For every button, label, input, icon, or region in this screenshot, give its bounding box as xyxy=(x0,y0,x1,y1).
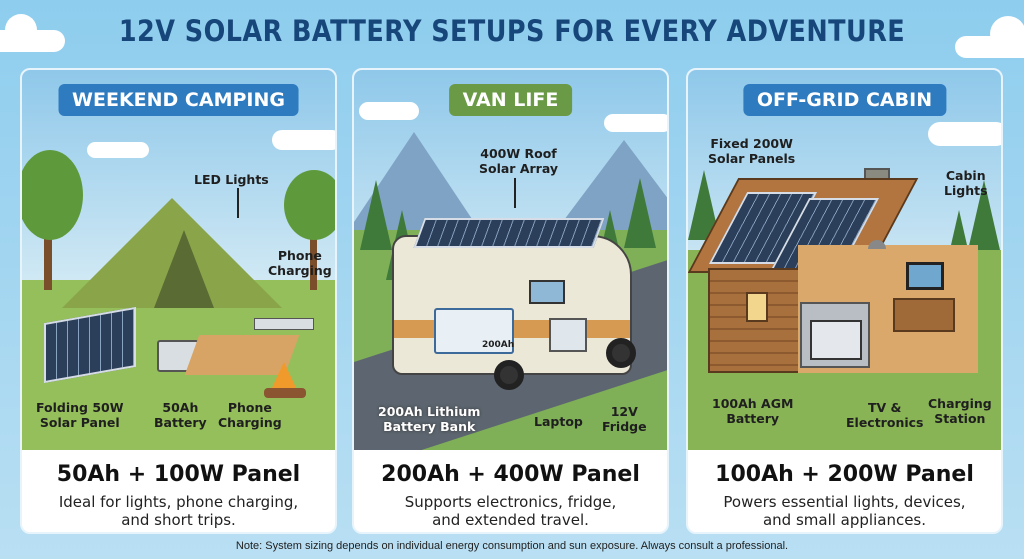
setup-description: Powers essential lights, devices, and sm… xyxy=(723,493,966,529)
agm-battery-icon xyxy=(810,320,862,360)
agm-battery-label: 100Ah AGM Battery xyxy=(712,396,794,426)
ceiling-lamp-icon xyxy=(868,240,886,249)
setup-description: Ideal for lights, phone charging, and sh… xyxy=(58,493,299,529)
tv-stand xyxy=(893,298,955,332)
cloud-icon xyxy=(87,142,149,158)
battery-label: 50Ah Battery xyxy=(154,400,207,430)
card-badge: WEEKEND CAMPING xyxy=(58,84,299,116)
tree-icon xyxy=(284,170,335,240)
laptop-label: Laptop xyxy=(534,414,583,429)
roof-solar-panel-icon xyxy=(413,218,605,248)
card-badge: OFF-GRID CABIN xyxy=(742,84,947,116)
cloud-icon xyxy=(604,114,667,132)
camping-illustration: WEEKEND CAMPING LED Lights Phone Chargin… xyxy=(22,70,335,450)
battery-bank-tag: 200Ah xyxy=(482,340,515,350)
tree-trunk xyxy=(310,220,317,290)
led-lights-label: LED Lights xyxy=(194,172,269,187)
arrow-icon xyxy=(237,188,239,218)
van-icon xyxy=(392,235,632,375)
card-footer: 50Ah + 100W Panel Ideal for lights, phon… xyxy=(22,450,335,532)
setup-headline: 200Ah + 400W Panel xyxy=(381,462,640,487)
card-weekend-camping: WEEKEND CAMPING LED Lights Phone Chargin… xyxy=(20,68,337,534)
wheel-icon xyxy=(606,338,636,368)
cloud-left-puff xyxy=(5,14,37,46)
card-off-grid-cabin: OFF-GRID CABIN Fixed 200W Solar Panels C… xyxy=(686,68,1003,534)
cabin-lights-label: Cabin Lights xyxy=(944,168,988,198)
cloud-icon xyxy=(359,102,419,120)
cloud-icon xyxy=(272,130,335,150)
phone-charging-top-label: Phone Charging xyxy=(268,248,332,278)
campfire-icon xyxy=(270,362,298,392)
cabin-illustration: OFF-GRID CABIN Fixed 200W Solar Panels C… xyxy=(688,70,1001,450)
fixed-panels-label: Fixed 200W Solar Panels xyxy=(708,136,796,166)
pine-tree-icon xyxy=(624,178,656,248)
fridge-label: 12V Fridge xyxy=(602,404,647,434)
battery-bank-label: 200Ah Lithium Battery Bank xyxy=(378,404,481,434)
page-title: 12V SOLAR BATTERY SETUPS FOR EVERY ADVEN… xyxy=(118,14,906,48)
card-footer: 100Ah + 200W Panel Powers essential ligh… xyxy=(688,450,1001,532)
wheel-icon xyxy=(494,360,524,390)
phone-charging-bottom-label: Phone Charging xyxy=(218,400,282,430)
setup-headline: 50Ah + 100W Panel xyxy=(56,462,301,487)
tent-door xyxy=(154,230,214,308)
fridge-icon xyxy=(549,318,587,352)
tv-electronics-label: TV & Electronics xyxy=(846,400,924,430)
charging-station-label: Charging Station xyxy=(928,396,992,426)
phone-table-icon xyxy=(254,318,314,330)
van-illustration: 200Ah VAN LIFE 400W Roof Solar Array 200… xyxy=(354,70,667,450)
campfire-logs xyxy=(264,388,306,398)
setup-headline: 100Ah + 200W Panel xyxy=(715,462,974,487)
window-icon xyxy=(746,292,768,322)
laptop-icon xyxy=(529,280,565,304)
battery-bank-icon xyxy=(434,308,514,354)
folding-panel-label: Folding 50W Solar Panel xyxy=(36,400,124,430)
setup-description: Supports electronics, fridge, and extend… xyxy=(404,493,617,529)
tree-trunk xyxy=(44,220,52,290)
arrow-icon xyxy=(514,178,516,208)
card-badge: VAN LIFE xyxy=(448,84,573,116)
card-footer: 200Ah + 400W Panel Supports electronics,… xyxy=(354,450,667,532)
roof-array-label: 400W Roof Solar Array xyxy=(479,146,559,176)
disclaimer-note: Note: System sizing depends on individua… xyxy=(235,540,789,552)
cloud-icon xyxy=(928,122,1001,146)
card-van-life: 200Ah VAN LIFE 400W Roof Solar Array 200… xyxy=(352,68,669,534)
cloud-right-puff xyxy=(990,16,1024,52)
tv-icon xyxy=(906,262,944,290)
